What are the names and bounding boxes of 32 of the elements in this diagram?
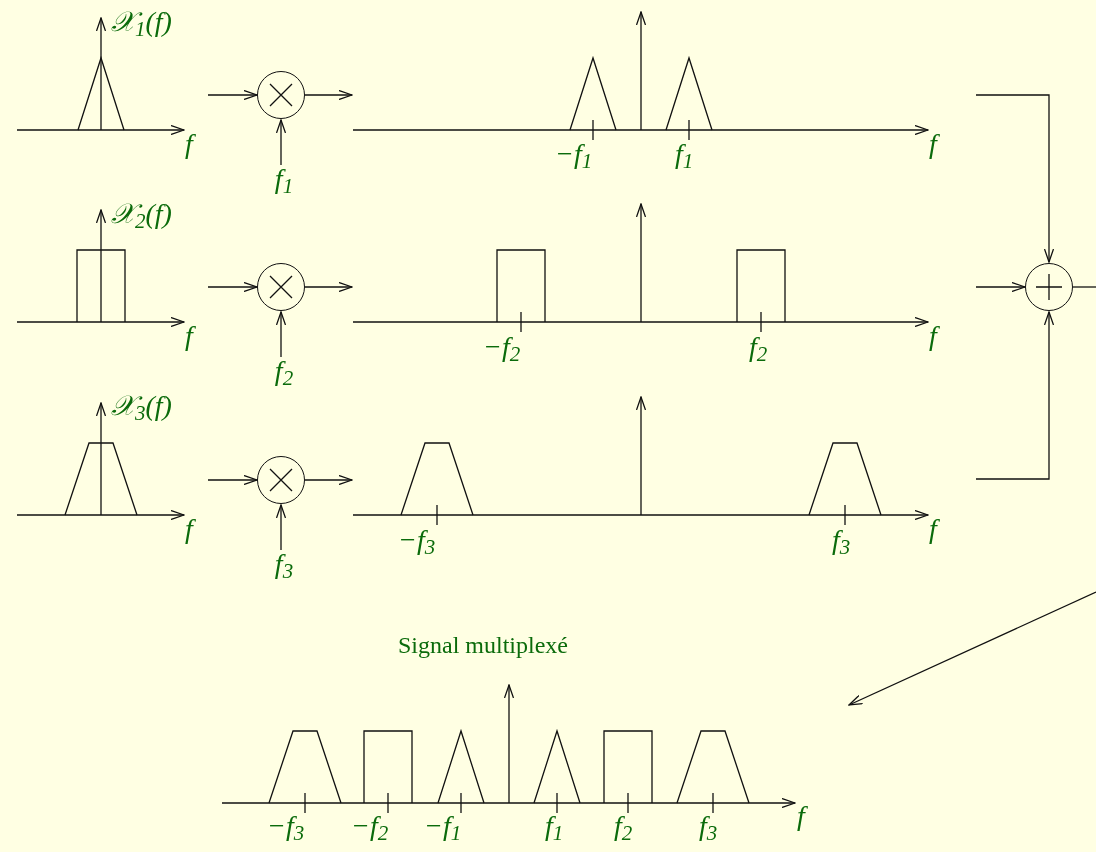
arrow bbox=[975, 281, 1026, 293]
arrow bbox=[304, 89, 353, 101]
axis-label: −f$_{2}$ bbox=[483, 333, 521, 361]
arrow bbox=[975, 311, 1055, 480]
arrow bbox=[207, 281, 258, 293]
arrow bbox=[975, 94, 1055, 263]
axis-label: −f$_{2}$ bbox=[351, 812, 389, 840]
axis-label: f$_{1}$ bbox=[675, 140, 694, 168]
frequency-label: f$_{2}$ bbox=[266, 357, 302, 393]
axis-label: 𝒳$_{3}$(f) bbox=[111, 392, 172, 420]
axis-label: −f$_{1}$ bbox=[424, 812, 462, 840]
arrow bbox=[275, 311, 287, 358]
arrow bbox=[207, 89, 258, 101]
axis-label: f$_{3}$ bbox=[832, 526, 851, 554]
frequency-label: f$_{3}$ bbox=[266, 550, 302, 586]
axis-label: f$_{2}$ bbox=[749, 333, 768, 361]
axis-label: f$_{2}$ bbox=[614, 812, 633, 840]
axis-label: −f$_{3}$ bbox=[267, 812, 305, 840]
arrow bbox=[275, 504, 287, 551]
axis-label: f$_{1}$ bbox=[545, 812, 564, 840]
plot-title: Signal multiplexé bbox=[398, 633, 568, 657]
axis-label: f$_{3}$ bbox=[699, 812, 718, 840]
axis-label: −f$_{3}$ bbox=[398, 526, 436, 554]
arrow bbox=[207, 474, 258, 486]
frequency-label: f$_{1}$ bbox=[266, 165, 302, 201]
arrow bbox=[275, 119, 287, 166]
arrow bbox=[848, 591, 1096, 706]
axis-label: 𝒳$_{1}$(f) bbox=[111, 8, 172, 36]
axis-label: 𝒳$_{2}$(f) bbox=[111, 200, 172, 228]
arrow bbox=[304, 474, 353, 486]
arrow bbox=[304, 281, 353, 293]
axis-label: −f$_{1}$ bbox=[555, 140, 593, 168]
